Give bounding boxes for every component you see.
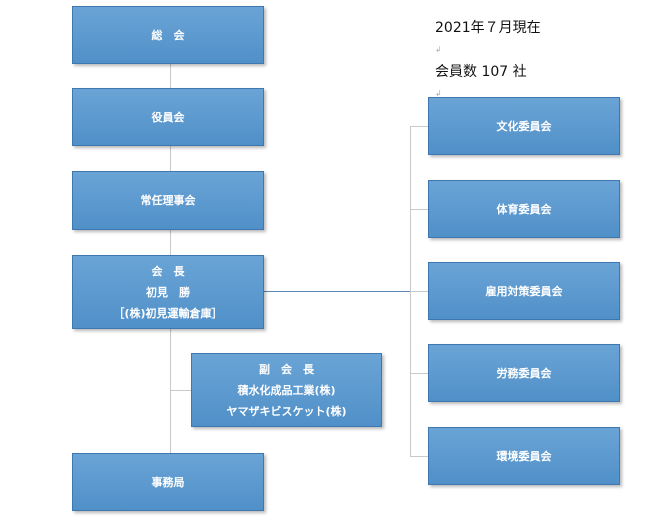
connector-standing-president (170, 230, 171, 255)
connector-environment (410, 456, 429, 457)
as-of-date: 2021年７月現在↲ (435, 17, 541, 61)
employment-committee-box: 雇用対策委員会 (428, 262, 620, 320)
box-label: 体育委員会 (496, 202, 552, 216)
vice-president-box: 副 会 長 積水化成品工業(株) ヤマザキビスケット(株) (191, 353, 382, 427)
president-company: ［(株)初見運輸倉庫］ (113, 306, 223, 320)
member-count: 会員数 107 社↲ (435, 61, 541, 105)
connector-vice-president (170, 390, 192, 391)
vice-president-title: 副 会 長 (259, 362, 314, 376)
general-meeting-box: 総 会 (72, 6, 264, 64)
box-label: 総 会 (151, 28, 185, 42)
president-name: 初見 勝 (146, 285, 190, 299)
connector-general-board (170, 64, 171, 88)
standing-board-box: 常任理事会 (72, 171, 264, 230)
connector-president-secretariat (170, 329, 171, 453)
board-box: 役員会 (72, 88, 264, 146)
box-label: 雇用対策委員会 (485, 284, 563, 298)
environment-committee-box: 環境委員会 (428, 427, 620, 485)
labor-committee-box: 労務委員会 (428, 344, 620, 402)
box-label: 事務局 (151, 475, 185, 489)
secretariat-box: 事務局 (72, 453, 264, 511)
connector-president-committees (263, 291, 410, 292)
president-title: 会 長 (151, 264, 185, 278)
vice-president-company-2: ヤマザキビスケット(株) (226, 404, 347, 418)
connector-culture (410, 126, 429, 127)
sports-committee-box: 体育委員会 (428, 180, 620, 238)
culture-committee-box: 文化委員会 (428, 97, 620, 155)
box-label: 環境委員会 (496, 449, 552, 463)
vice-president-company-1: 積水化成品工業(株) (237, 383, 336, 397)
box-label: 文化委員会 (496, 119, 552, 133)
membership-info: 2021年７月現在↲ 会員数 107 社↲ (435, 17, 541, 105)
box-label: 労務委員会 (496, 366, 552, 380)
return-mark-icon: ↲ (435, 89, 442, 98)
connector-labor (410, 373, 429, 374)
president-box: 会 長 初見 勝 ［(株)初見運輸倉庫］ (72, 255, 264, 329)
connector-board-standing (170, 146, 171, 171)
box-label: 常任理事会 (140, 194, 196, 207)
connector-employment (410, 291, 429, 292)
box-label: 役員会 (151, 110, 185, 124)
return-mark-icon: ↲ (435, 45, 442, 54)
connector-sports (410, 209, 429, 210)
